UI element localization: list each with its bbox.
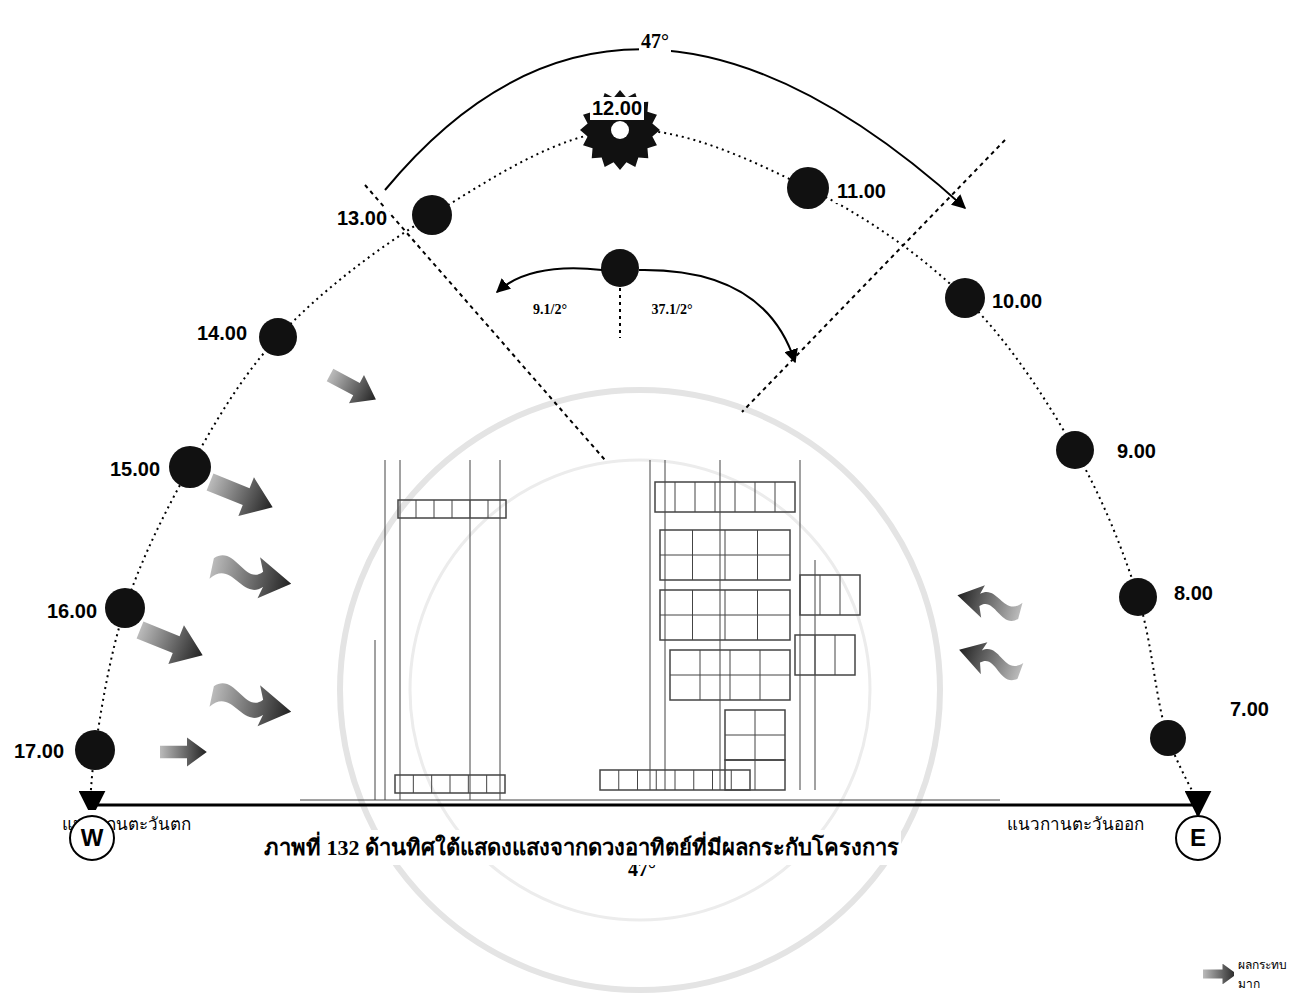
angle-line	[365, 185, 605, 460]
time-label: 14.00	[195, 322, 249, 345]
sun-position	[75, 730, 115, 770]
sun-impact-arrow	[160, 738, 207, 767]
angle-label: 9.1/2°	[531, 302, 569, 318]
watermark-seal	[340, 390, 940, 990]
sun-impact-arrow	[132, 611, 210, 675]
angle-label: 47°	[639, 30, 671, 53]
sun-position	[787, 167, 829, 209]
building-elevation	[300, 460, 1000, 800]
legend-item: ผลกระทบมาก	[1201, 955, 1297, 993]
time-label: 13.00	[335, 207, 389, 230]
legend-text: ผลกระทบมาก	[1238, 955, 1297, 993]
legend-arrow-sample	[1201, 964, 1234, 984]
sun-position	[169, 446, 211, 488]
angle-arc	[385, 49, 965, 208]
sun-impact-arrow	[208, 676, 296, 732]
time-label: 15.00	[108, 458, 162, 481]
sun-path-arc	[90, 130, 1200, 805]
angle-arc	[639, 270, 795, 362]
time-label: 9.00	[1115, 440, 1158, 463]
sun-position	[1119, 578, 1157, 616]
figure-caption: ภาพที่ 132 ด้านทิศใต้แสดงแสงจากดวงอาทิตย…	[262, 830, 901, 865]
time-label: 17.00	[12, 740, 66, 763]
zenith-line	[619, 288, 621, 338]
noon-sun-core	[611, 121, 629, 139]
time-label: 11.00	[835, 180, 888, 203]
sun-position	[105, 588, 145, 628]
compass-letter: E	[1190, 824, 1206, 852]
angle-arc	[497, 268, 602, 292]
sun-impact-arrow	[202, 463, 280, 527]
sun-impact-arrow	[322, 361, 383, 414]
sun-impact-arrow	[954, 634, 1026, 687]
compass-circle: E	[1175, 815, 1221, 861]
sun-position	[412, 195, 452, 235]
time-label: 12.00	[590, 97, 644, 120]
sun-position	[945, 278, 985, 318]
time-label: 8.00	[1172, 582, 1215, 605]
time-label: 7.00	[1228, 698, 1271, 721]
angle-label: 37.1/2°	[650, 302, 695, 318]
sun-position	[1056, 431, 1094, 469]
sun-impact-arrow	[953, 579, 1024, 627]
sun-position	[601, 249, 639, 287]
time-label: 10.00	[990, 290, 1044, 313]
angle-line	[742, 140, 1005, 412]
sun-impact-arrow	[208, 548, 296, 604]
sun-position	[1150, 720, 1186, 756]
compass-circle: W	[69, 815, 115, 861]
sun-position	[259, 318, 297, 356]
time-label: 16.00	[45, 600, 99, 623]
axis-label: แนวกานตะวันออก	[1005, 810, 1146, 837]
compass-letter: W	[81, 824, 104, 852]
noon-sun	[580, 90, 660, 170]
